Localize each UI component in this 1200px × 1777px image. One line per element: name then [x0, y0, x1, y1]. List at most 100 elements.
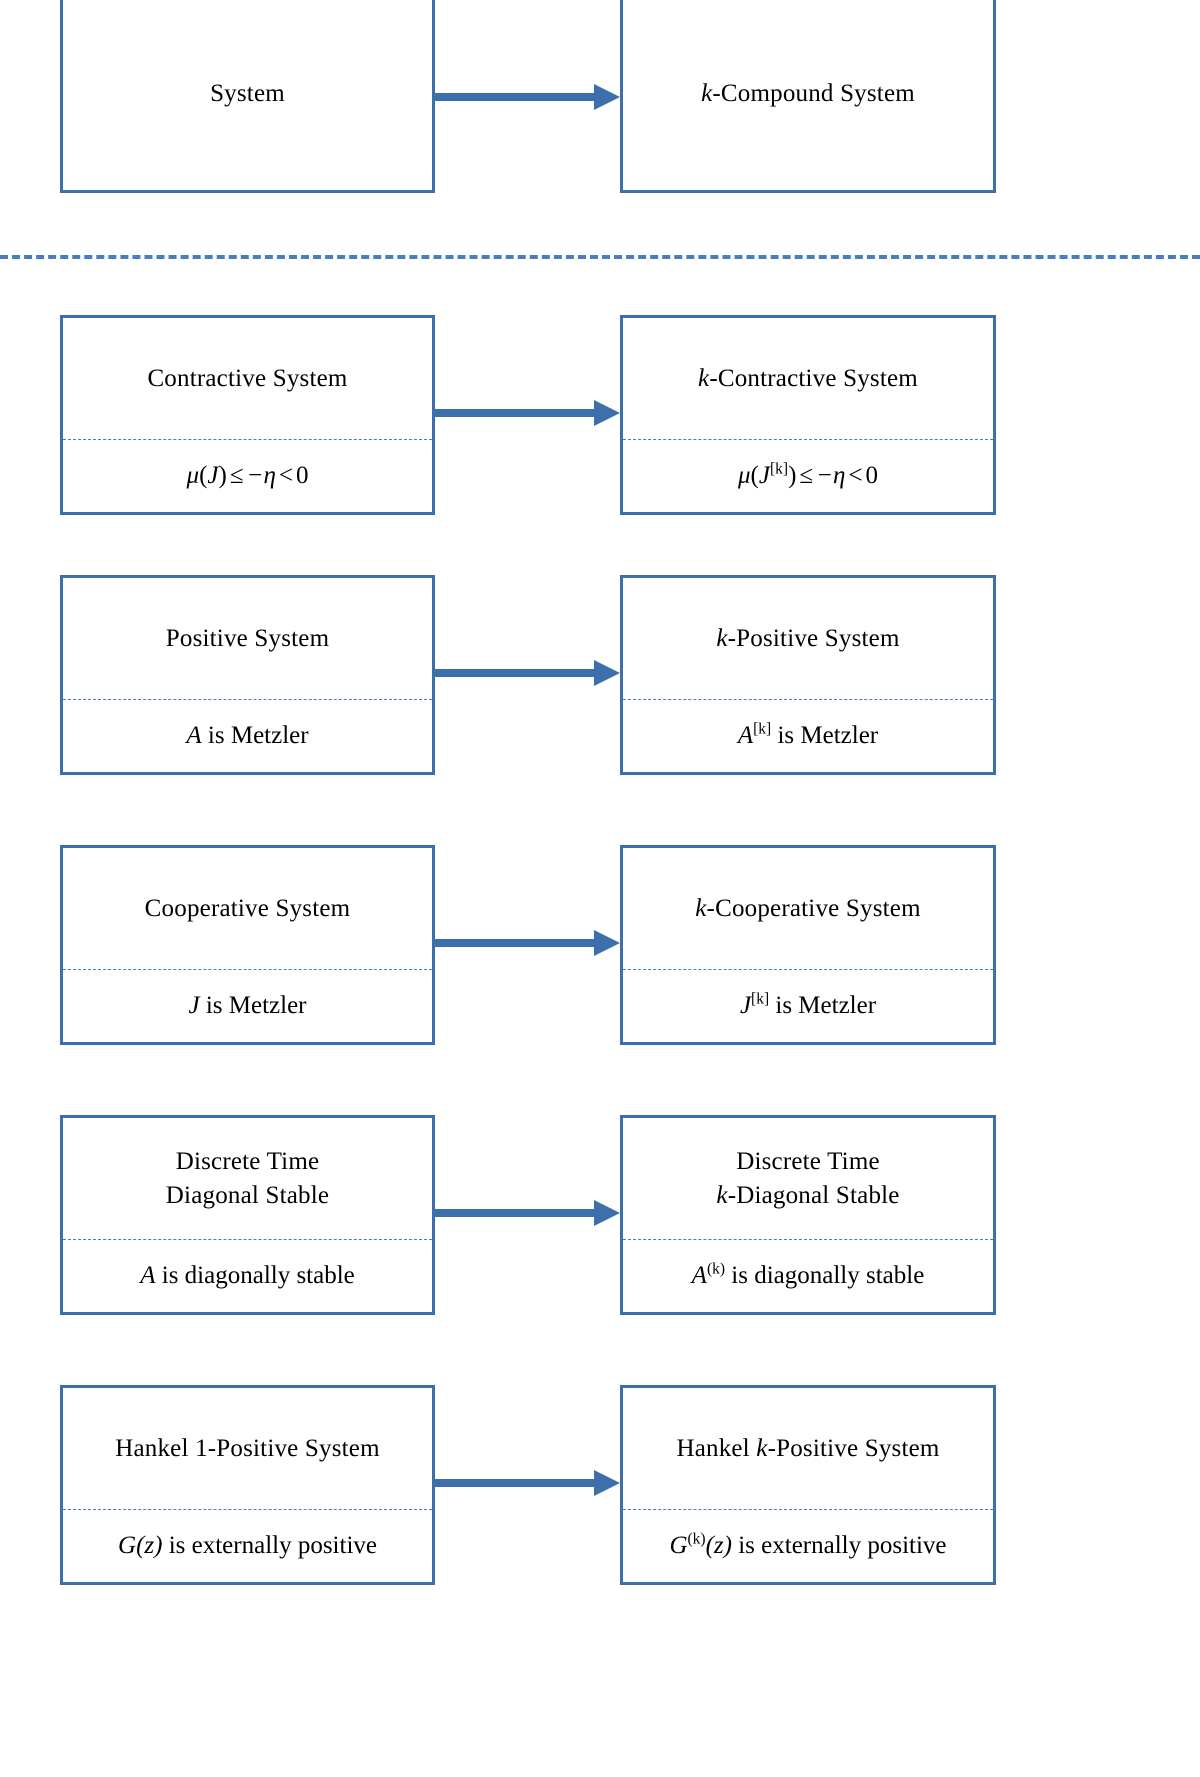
matrix-symbol: A	[186, 722, 202, 749]
matrix-symbol: A	[691, 1262, 707, 1289]
title-text: -Cooperative System	[706, 894, 921, 922]
title-text: -Diagonal Stable	[727, 1181, 900, 1209]
node-contractive-system-header: Contractive System	[63, 318, 432, 439]
transfer-function-symbol: G	[669, 1532, 688, 1559]
title-text: -Positive System	[767, 1434, 940, 1462]
node-cooperative-system-condition: J is Metzler	[63, 969, 432, 1042]
matrix-symbol: A	[737, 722, 754, 749]
node-hankel-1-positive-system-header: Hankel 1-Positive System	[63, 1388, 432, 1509]
node-hankel-k-positive-system-header: Hankel k-Positive System	[623, 1388, 993, 1509]
arrow-hankel-to-k-hankel	[435, 1470, 620, 1496]
paren-close: )	[788, 462, 797, 489]
title-pre-text: Hankel	[676, 1434, 757, 1462]
transfer-argument: (z)	[136, 1532, 163, 1559]
node-system-title: System	[210, 79, 285, 107]
jacobian-symbol: J	[188, 992, 200, 1019]
paren-close: )	[218, 462, 227, 489]
node-hankel-k-positive-system[interactable]: Hankel k-Positive System G(k)(z) is exte…	[620, 1385, 996, 1585]
title-text: -Positive System	[727, 624, 900, 652]
transfer-argument: (z)	[705, 1532, 732, 1559]
zero-value: 0	[865, 462, 879, 489]
k-prefix: k	[716, 1181, 728, 1209]
node-discrete-diagonal-stable-title-line2: Diagonal Stable	[165, 1181, 330, 1209]
arrow-head	[594, 930, 620, 956]
section-divider	[0, 255, 1200, 259]
condition-text: is Metzler	[769, 992, 877, 1019]
condition-text: is Metzler	[201, 722, 309, 749]
neg-eta: −η	[816, 462, 846, 489]
relation-lt: <	[278, 462, 293, 489]
k-prefix: k	[695, 894, 707, 922]
node-k-discrete-diagonal-stable[interactable]: Discrete Time k-Diagonal Stable A(k) is …	[620, 1115, 996, 1315]
paren-open: (	[750, 462, 759, 489]
node-positive-system-header: Positive System	[63, 578, 432, 699]
arrow-head	[594, 1200, 620, 1226]
node-system-header: System	[63, 0, 432, 190]
node-k-positive-system-title: k-Positive System	[716, 622, 899, 656]
node-k-positive-system-header: k-Positive System	[623, 578, 993, 699]
node-k-compound-system-title: k-Compound System	[701, 77, 915, 111]
arrow-diagonal-to-k-diagonal	[435, 1200, 620, 1226]
paren-open: (	[199, 462, 208, 489]
node-k-cooperative-system-header: k-Cooperative System	[623, 848, 993, 969]
node-contractive-system-condition: μ(J)≤−η<0	[63, 439, 432, 512]
k-prefix: k	[701, 79, 713, 107]
compound-superscript: [k]	[769, 460, 789, 478]
node-k-contractive-system-title: k-Contractive System	[698, 362, 918, 396]
node-k-positive-system[interactable]: k-Positive System A[k] is Metzler	[620, 575, 996, 775]
node-cooperative-system[interactable]: Cooperative System J is Metzler	[60, 845, 435, 1045]
node-k-compound-system[interactable]: k-Compound System	[620, 0, 996, 193]
node-contractive-system-title: Contractive System	[147, 364, 348, 392]
arrow-cooperative-to-k-cooperative	[435, 930, 620, 956]
arrow-system-to-compound	[435, 84, 620, 110]
matrix-symbol: A	[140, 1262, 156, 1289]
node-k-cooperative-system-title: k-Cooperative System	[695, 892, 920, 926]
node-hankel-1-positive-system[interactable]: Hankel 1-Positive System G(z) is externa…	[60, 1385, 435, 1585]
relation-leq: ≤	[229, 462, 244, 489]
node-discrete-diagonal-stable[interactable]: Discrete Time Diagonal Stable A is diago…	[60, 1115, 435, 1315]
node-k-cooperative-system[interactable]: k-Cooperative System J[k] is Metzler	[620, 845, 996, 1045]
title-text: -Compound System	[712, 79, 915, 107]
arrow-shaft	[435, 93, 594, 101]
node-system[interactable]: System	[60, 0, 435, 193]
neg-eta: −η	[246, 462, 276, 489]
compound-superscript: (k)	[687, 1530, 706, 1548]
mu-symbol: μ	[186, 462, 200, 489]
formula-mu-J: μ(J)≤−η<0	[187, 461, 309, 491]
arrow-contractive-to-k-contractive	[435, 400, 620, 426]
zero-value: 0	[295, 462, 309, 489]
node-k-contractive-system-condition: μ(J[k])≤−η<0	[623, 439, 993, 512]
node-positive-system-title: Positive System	[165, 624, 330, 652]
title-text: -Contractive System	[709, 364, 918, 392]
node-k-compound-system-header: k-Compound System	[623, 0, 993, 190]
node-hankel-1-positive-system-condition: G(z) is externally positive	[63, 1509, 432, 1582]
node-hankel-1-positive-system-title: Hankel 1-Positive System	[115, 1434, 380, 1462]
node-contractive-system[interactable]: Contractive System μ(J)≤−η<0	[60, 315, 435, 515]
node-cooperative-system-title: Cooperative System	[144, 894, 351, 922]
arrow-shaft	[435, 1209, 594, 1217]
compound-superscript: [k]	[751, 990, 770, 1008]
arrow-shaft	[435, 939, 594, 947]
k-prefix: k	[716, 624, 728, 652]
transfer-function-symbol: G	[118, 1532, 137, 1559]
condition-text: is externally positive	[162, 1532, 377, 1559]
compound-superscript: [k]	[753, 720, 772, 738]
arrow-shaft	[435, 1479, 594, 1487]
node-cooperative-system-header: Cooperative System	[63, 848, 432, 969]
k-prefix: k	[698, 364, 710, 392]
jacobian-symbol: J	[758, 462, 770, 489]
formula-A-k-diagonally-stable: A(k) is diagonally stable	[692, 1261, 925, 1291]
formula-mu-J-k: μ(J[k])≤−η<0	[738, 461, 878, 491]
node-discrete-diagonal-stable-header: Discrete Time Diagonal Stable	[63, 1118, 432, 1239]
jacobian-symbol: J	[207, 462, 219, 489]
condition-text: is diagonally stable	[725, 1262, 925, 1289]
condition-text: is Metzler	[771, 722, 879, 749]
k-prefix: k	[756, 1434, 768, 1462]
node-positive-system[interactable]: Positive System A is Metzler	[60, 575, 435, 775]
node-hankel-k-positive-system-condition: G(k)(z) is externally positive	[623, 1509, 993, 1582]
node-discrete-diagonal-stable-title-line1: Discrete Time	[175, 1147, 320, 1175]
formula-A-diagonally-stable: A is diagonally stable	[140, 1261, 355, 1291]
node-k-contractive-system[interactable]: k-Contractive System μ(J[k])≤−η<0	[620, 315, 996, 515]
node-discrete-diagonal-stable-condition: A is diagonally stable	[63, 1239, 432, 1312]
